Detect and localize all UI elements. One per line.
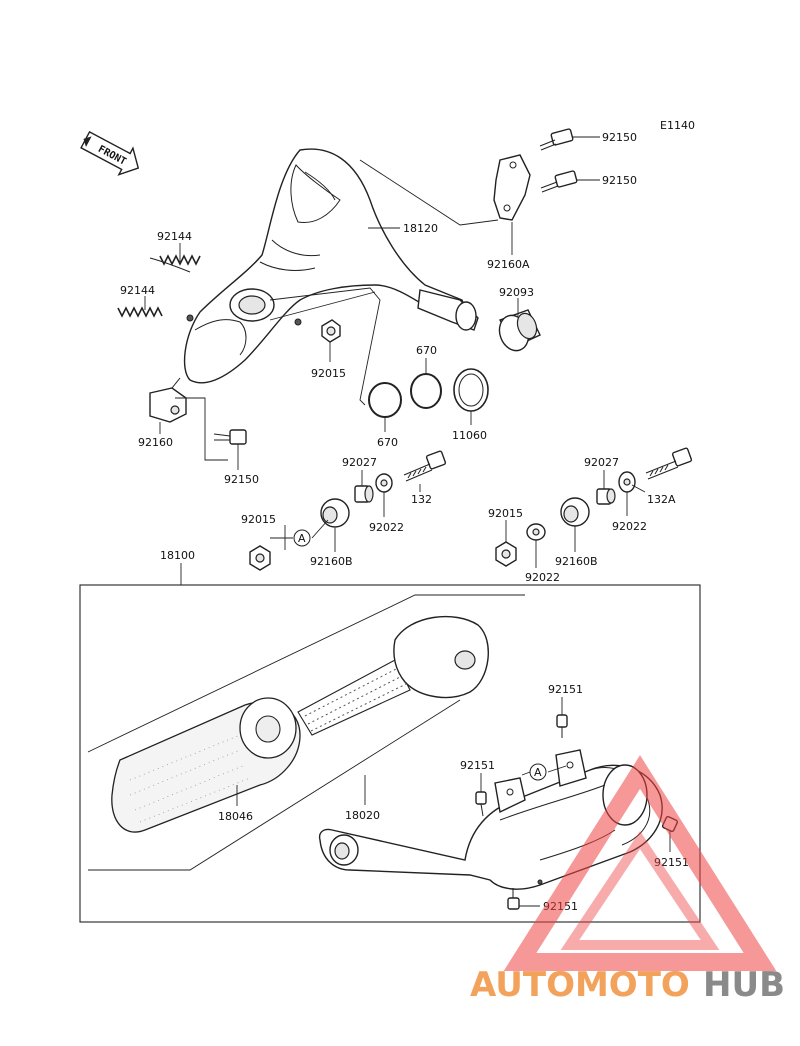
front-arrow-icon: FRONT — [80, 130, 140, 176]
collar-92027-right — [596, 488, 616, 505]
label-92027-left: 92027 — [342, 456, 377, 469]
nut-92015-upper — [321, 319, 341, 343]
label-132: 132 — [411, 493, 432, 506]
label-92015-left: 92015 — [241, 513, 276, 526]
bracket-92160 — [149, 377, 187, 423]
label-92160: 92160 — [138, 436, 173, 449]
label-18020: 18020 — [345, 809, 380, 822]
packing-18046 — [111, 697, 301, 833]
callout-marker-a-right: A — [529, 763, 547, 781]
label-92160b-right: 92160B — [555, 555, 598, 568]
bracket-92160a — [493, 154, 531, 221]
label-92151-2: 92151 — [460, 759, 495, 772]
label-92150-top-2: 92150 — [602, 174, 637, 187]
label-92144-upper: 92144 — [157, 230, 192, 243]
label-92093: 92093 — [499, 286, 534, 299]
watermark-logo: AUTOMOTO HUB — [470, 755, 785, 1005]
label-92150-top-1: 92150 — [602, 131, 637, 144]
watermark-text-gray: HUB — [703, 965, 785, 1005]
bolt-92150-top-1 — [539, 128, 574, 151]
label-92022-right-lower: 92022 — [525, 571, 560, 584]
expansion-chamber — [183, 148, 479, 384]
end-cap — [393, 615, 489, 699]
bolt-92151-1 — [556, 714, 568, 738]
washer-92022-right-upper — [618, 471, 636, 493]
nut-92015-right — [495, 541, 517, 567]
perforated-tube — [297, 659, 411, 736]
label-132a: 132A — [647, 493, 676, 506]
washer-92022-left — [375, 473, 393, 493]
collar-92027-left — [354, 485, 374, 503]
gasket-11060 — [453, 368, 489, 412]
label-92150-left: 92150 — [224, 473, 259, 486]
label-18120: 18120 — [403, 222, 438, 235]
damper-92160b-left — [320, 498, 350, 528]
label-92160a: 92160A — [487, 258, 530, 271]
label-92022-right-upper: 92022 — [612, 520, 647, 533]
label-92015-right: 92015 — [488, 507, 523, 520]
damper-92160b-right — [560, 497, 590, 527]
nut-92015-left — [249, 545, 271, 571]
leader-lines — [144, 136, 671, 907]
label-92022-left: 92022 — [369, 521, 404, 534]
bolt-132 — [403, 450, 447, 482]
label-670-upper: 670 — [416, 344, 437, 357]
label-92015-upper: 92015 — [311, 367, 346, 380]
label-18100: 18100 — [160, 549, 195, 562]
diagram-code: E1140 — [660, 119, 695, 132]
label-92151-3: 92151 — [654, 856, 689, 869]
bolt-132a — [645, 447, 693, 480]
watermark-text-orange: AUTOMOTO — [470, 965, 690, 1005]
label-11060: 11060 — [452, 429, 487, 442]
bolt-92151-4 — [507, 888, 520, 910]
washer-92022-right-lower — [526, 523, 546, 541]
svg-text:A: A — [298, 532, 306, 545]
oring-670-right — [410, 373, 442, 409]
bolt-92150-left — [213, 429, 247, 445]
silencer-assembly-box — [79, 584, 701, 923]
grommet-92093 — [498, 309, 541, 352]
spring-92144-lower — [117, 306, 163, 318]
oring-670-left — [368, 382, 402, 418]
callout-marker-a-left: A — [293, 529, 311, 547]
bolt-92150-top-2 — [540, 170, 578, 193]
spring-92144-upper — [149, 254, 201, 273]
bolt-92151-2 — [475, 791, 487, 817]
label-670-lower: 670 — [377, 436, 398, 449]
label-92151-1: 92151 — [548, 683, 583, 696]
label-92027-right: 92027 — [584, 456, 619, 469]
label-92144-lower: 92144 — [120, 284, 155, 297]
label-92160b-left: 92160B — [310, 555, 353, 568]
svg-text:A: A — [534, 766, 542, 779]
label-18046: 18046 — [218, 810, 253, 823]
